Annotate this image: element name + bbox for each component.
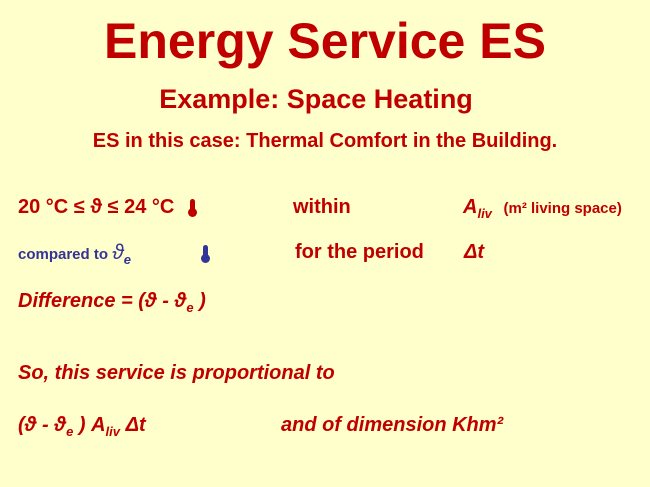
- expr-part-a: (ϑ - ϑ: [18, 414, 67, 436]
- difference-text: Difference = (ϑ - ϑ: [18, 290, 187, 312]
- dimension-statement: and of dimension Khm²: [281, 414, 504, 436]
- area-symbol: A: [463, 196, 478, 218]
- theta-e-symbol: ϑ: [112, 241, 124, 264]
- es-definition: ES in this case: Thermal Comfort in the …: [92, 130, 558, 152]
- within-label: within: [293, 196, 351, 218]
- difference-formula: Difference = (ϑ - ϑe ): [18, 290, 206, 315]
- delta-t: Δt: [464, 241, 485, 263]
- thermometer-blue-wrap: [201, 245, 210, 264]
- living-area: Aliv (m² living space): [463, 196, 622, 221]
- expr-part-b: ) A: [73, 414, 106, 436]
- expr-part-c: Δt: [120, 414, 146, 436]
- compared-label: compared to: [18, 246, 113, 263]
- area-subscript: liv: [477, 206, 492, 221]
- thermometer-blue-icon: [201, 245, 210, 263]
- temperature-range-text: 20 °C ≤ ϑ ≤ 24 °C: [18, 196, 175, 218]
- difference-subscript: e: [186, 300, 194, 315]
- difference-close: ): [193, 290, 206, 312]
- compared-to: compared to ϑe: [18, 241, 131, 267]
- period-label: for the period: [295, 241, 424, 263]
- proportional-statement: So, this service is proportional to: [18, 362, 335, 384]
- proportional-expression: (ϑ - ϑe ) Aliv Δt: [18, 414, 146, 439]
- expr-sub-e: e: [66, 424, 74, 439]
- slide-title: Energy Service ES: [104, 13, 546, 69]
- area-note: (m² living space): [503, 200, 622, 217]
- thermometer-red-icon: [187, 199, 197, 217]
- theta-e-subscript: e: [123, 252, 131, 267]
- temperature-range: 20 °C ≤ ϑ ≤ 24 °C: [18, 196, 197, 219]
- expr-sub-liv: liv: [105, 424, 121, 439]
- slide-subtitle: Example: Space Heating: [159, 84, 473, 114]
